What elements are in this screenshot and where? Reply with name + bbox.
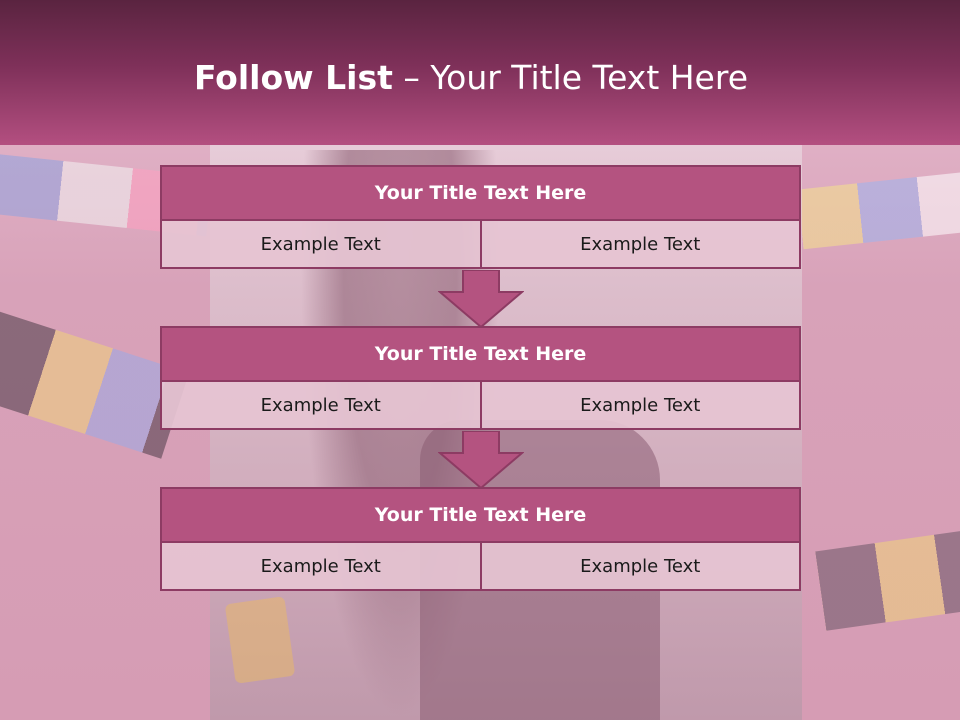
block-cell-left: Example Text: [160, 219, 482, 269]
cup-silhouette: [224, 596, 296, 684]
follow-block-3: Your Title Text Here Example Text Exampl…: [160, 487, 801, 591]
slide-title-rest: – Your Title Text Here: [403, 58, 749, 97]
block-cell-right: Example Text: [479, 219, 801, 269]
block-title: Your Title Text Here: [160, 326, 801, 382]
follow-block-2: Your Title Text Here Example Text Exampl…: [160, 326, 801, 430]
block-title: Your Title Text Here: [160, 165, 801, 221]
down-arrow-icon: [438, 431, 524, 489]
block-cell-left: Example Text: [160, 541, 482, 591]
block-cells: Example Text Example Text: [160, 219, 801, 269]
block-cell-right: Example Text: [479, 380, 801, 430]
follow-block-1: Your Title Text Here Example Text Exampl…: [160, 165, 801, 269]
block-cell-right: Example Text: [479, 541, 801, 591]
block-cell-left: Example Text: [160, 380, 482, 430]
down-arrow-icon: [438, 270, 524, 328]
slide-title-bold: Follow List: [193, 58, 393, 97]
title-bar: Follow List – Your Title Text Here: [0, 0, 960, 145]
slide-title: Follow List – Your Title Text Here: [0, 58, 942, 98]
block-cells: Example Text Example Text: [160, 380, 801, 430]
block-cells: Example Text Example Text: [160, 541, 801, 591]
block-title: Your Title Text Here: [160, 487, 801, 543]
